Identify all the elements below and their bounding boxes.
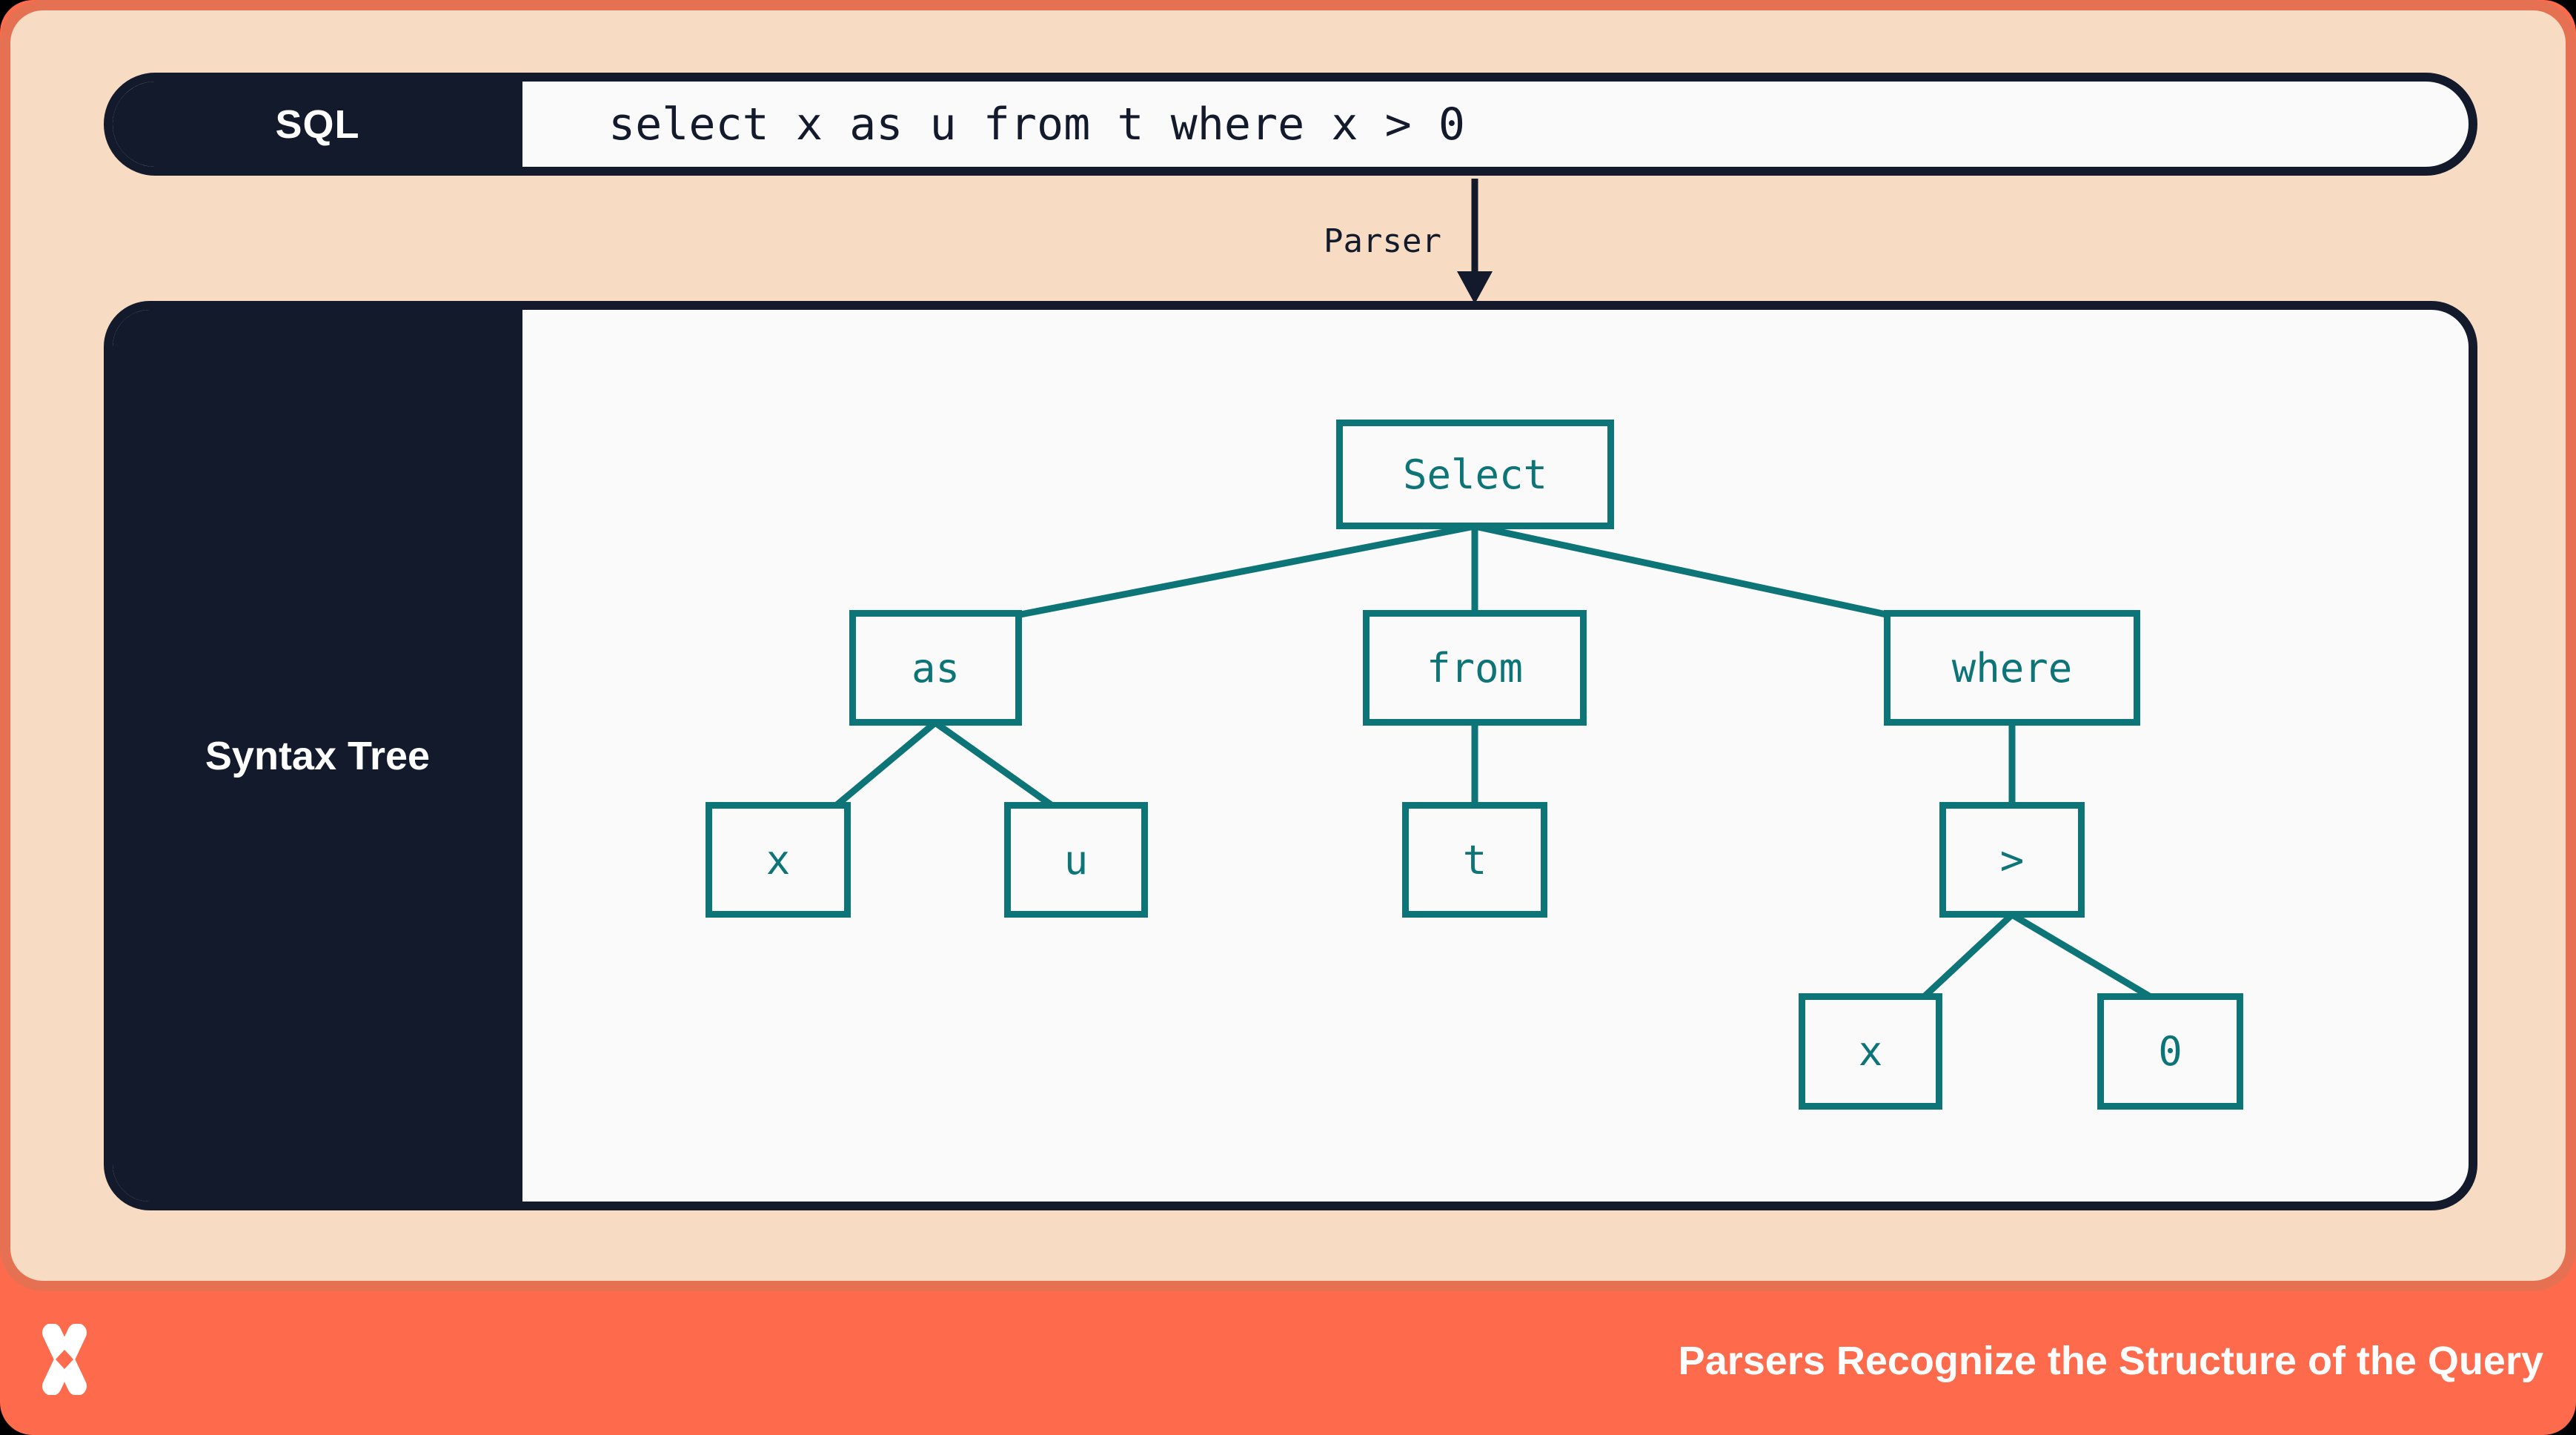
tree-node-t-label: t xyxy=(1462,836,1487,884)
tree-node-zero-label: 0 xyxy=(2158,1028,2182,1075)
tree-node-select: Select xyxy=(1336,420,1614,529)
slide-title: Parsers Recognize the Structure of the Q… xyxy=(1678,1339,2543,1383)
sql-badge: SQL xyxy=(113,82,522,167)
sql-badge-label: SQL xyxy=(275,102,360,147)
tree-node-t: t xyxy=(1402,802,1547,918)
tree-node-zero: 0 xyxy=(2097,993,2243,1110)
syntax-tree-badge-label: Syntax Tree xyxy=(205,733,431,778)
tree-node-gt-label: > xyxy=(1999,836,2025,884)
tree-node-gt: > xyxy=(1939,802,2085,918)
tree-node-as-label: as xyxy=(911,644,960,692)
syntax-tree-badge: Syntax Tree xyxy=(113,310,522,1202)
syntax-tree-panel: Syntax Tree xyxy=(104,301,2477,1210)
tree-node-where: where xyxy=(1884,610,2140,726)
sql-bar: SQL select x as u from t where x > 0 xyxy=(104,73,2477,176)
tree-node-from-label: from xyxy=(1426,644,1524,692)
parser-label: Parser xyxy=(1324,222,1441,260)
tree-node-as: as xyxy=(849,610,1022,726)
tree-node-x-cond-label: x xyxy=(1858,1028,1883,1075)
tree-node-x-cond: x xyxy=(1799,993,1942,1110)
tree-node-x-alias: x xyxy=(706,802,851,918)
tree-node-x-alias-label: x xyxy=(766,836,791,884)
sql-code-text: select x as u from t where x > 0 xyxy=(608,98,1465,150)
brand-x-logo-icon xyxy=(42,1324,87,1395)
tree-node-u-label: u xyxy=(1063,836,1089,884)
tree-node-from: from xyxy=(1363,610,1587,726)
tree-node-where-label: where xyxy=(1951,644,2073,692)
tree-node-select-label: Select xyxy=(1402,451,1548,498)
tree-node-u: u xyxy=(1004,802,1148,918)
